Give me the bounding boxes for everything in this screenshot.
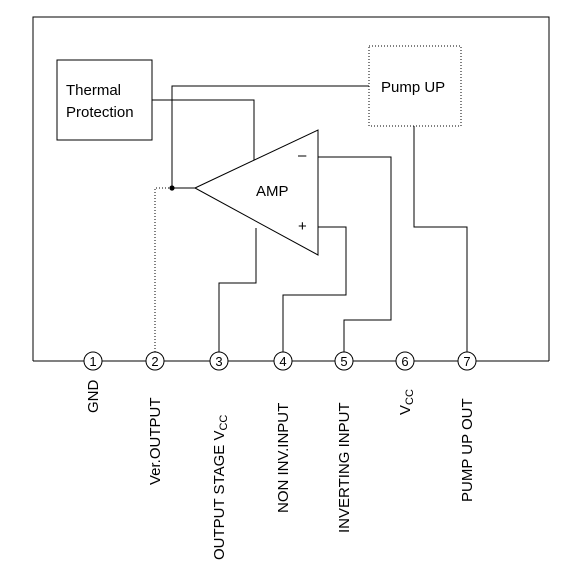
- pin-4-label: NON INV.INPUT: [275, 403, 292, 513]
- pin-3-label-sub: CC: [218, 415, 230, 431]
- pin-3-label-main: OUTPUT STAGE V: [211, 431, 228, 560]
- pin-3-label: OUTPUT STAGE VCC: [211, 415, 230, 560]
- pin-7-label: PUMP UP OUT: [459, 398, 476, 502]
- amplifier: AMP – +: [193, 129, 319, 256]
- thermal-label-line1: Thermal: [66, 82, 121, 99]
- pin-6-label-sub: CC: [404, 389, 416, 405]
- amp-inverting-sign: –: [298, 147, 307, 164]
- pin-4: 4: [273, 351, 293, 371]
- wiring: [152, 85, 468, 352]
- package-outline: [32, 16, 550, 362]
- pin-4-number: 4: [279, 354, 286, 369]
- pin-5-number: 5: [340, 354, 347, 369]
- pump-up-block: Pump UP: [368, 45, 462, 127]
- amp-label: AMP: [256, 183, 289, 200]
- pin-3-number: 3: [215, 354, 222, 369]
- pin-2: 2: [145, 351, 165, 371]
- pin-2-label: Ver.OUTPUT: [147, 397, 164, 485]
- pin-6-number: 6: [401, 354, 408, 369]
- pin-1-number: 1: [89, 354, 96, 369]
- pin-6-label: VCC: [397, 389, 416, 415]
- pin-5: 5: [334, 351, 354, 371]
- thermal-protection-block: Thermal Protection: [56, 59, 153, 141]
- pump-up-label: Pump UP: [381, 79, 445, 96]
- pin-1-label: GND: [85, 380, 102, 414]
- pin-7-number: 7: [463, 354, 470, 369]
- pin-5-label: INVERTING INPUT: [336, 402, 353, 533]
- amp-noninverting-sign: +: [298, 218, 307, 235]
- pin-7: 7: [457, 351, 477, 371]
- thermal-label-line2: Protection: [66, 104, 134, 121]
- pin-6: 6: [395, 351, 415, 371]
- pin-3: 3: [209, 351, 229, 371]
- pin-1: 1: [83, 351, 103, 371]
- pin-labels: GND Ver.OUTPUT OUTPUT STAGE VCC NON INV.…: [85, 380, 476, 561]
- pin-2-number: 2: [151, 354, 158, 369]
- pin-6-label-main: V: [397, 405, 414, 415]
